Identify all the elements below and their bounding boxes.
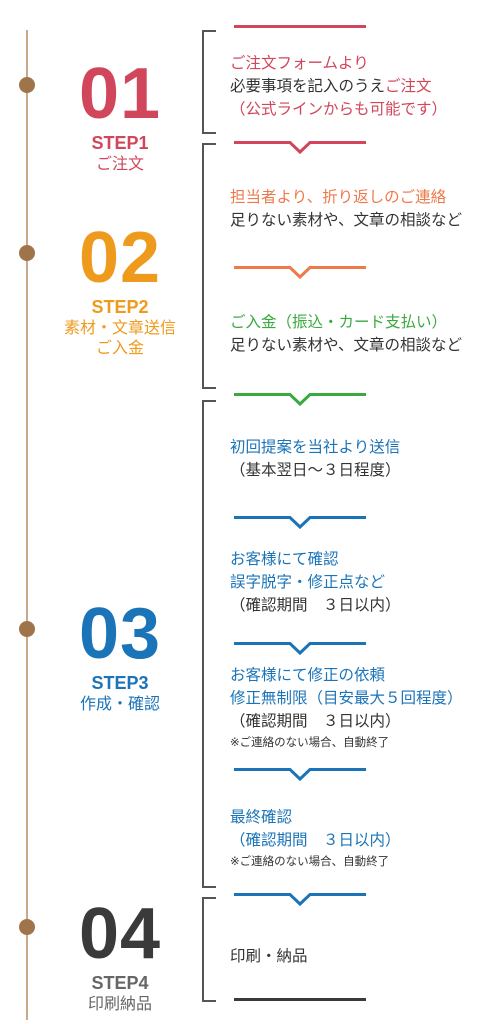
separator-chevron bbox=[234, 141, 366, 155]
step-number: 03 bbox=[78, 594, 162, 674]
step-sub: 作成・確認 bbox=[79, 694, 160, 713]
bracket-step-4 bbox=[202, 897, 216, 1002]
step-sub: ご注文 bbox=[95, 154, 144, 173]
separator-chevron bbox=[234, 393, 366, 407]
separator-chevron bbox=[234, 642, 366, 656]
separator-chevron bbox=[234, 893, 366, 907]
timeline-dot-2 bbox=[19, 245, 35, 261]
revision-request-note: ※ご連絡のない場合、自動終了 bbox=[230, 735, 390, 749]
payment-line-1: ご入金（振込・カード支払い） bbox=[230, 313, 448, 331]
step-label: STEP3 bbox=[91, 673, 149, 693]
revision-request-line-2: 修正無制限（目安最大５回程度） bbox=[230, 689, 463, 707]
timeline-dot-1 bbox=[19, 77, 35, 93]
first-proposal-block: 初回提案を当社より送信 （基本翌日～３日程度） bbox=[230, 436, 401, 482]
customer-check-line-3: （確認期間 ３日以内） bbox=[230, 596, 401, 614]
revision-request-line-3: （確認期間 ３日以内） bbox=[230, 712, 401, 730]
revision-request-line-1: お客様にて修正の依頼 bbox=[230, 666, 386, 684]
separator-chevron bbox=[234, 768, 366, 782]
customer-check-block: お客様にて確認 誤字脱字・修正点など （確認期間 ３日以内） bbox=[230, 548, 401, 617]
order-line-3: （公式ラインからも可能です） bbox=[230, 100, 448, 118]
final-check-line-1: 最終確認 bbox=[230, 808, 293, 826]
contact-line-2: 足りない素材や、文章の相談など bbox=[230, 211, 463, 229]
step-label: STEP1 bbox=[91, 133, 149, 153]
final-check-line-2: （確認期間 ３日以内） bbox=[230, 831, 401, 849]
separator-line bbox=[234, 998, 366, 1012]
customer-check-line-1: お客様にて確認 bbox=[230, 550, 339, 568]
step-sub: 素材・文章送信 bbox=[63, 318, 176, 337]
timeline-dot-3 bbox=[19, 621, 35, 637]
bracket-step-1 bbox=[202, 30, 216, 134]
payment-line-2: 足りない素材や、文章の相談など bbox=[230, 336, 463, 354]
order-line-1: ご注文フォームより bbox=[230, 54, 369, 72]
final-check-note: ※ご連絡のない場合、自動終了 bbox=[230, 854, 390, 868]
step-label: STEP4 bbox=[91, 973, 149, 993]
step-3: 03 STEP3 作成・確認 bbox=[50, 598, 190, 714]
contact-block: 担当者より、折り返しのご連絡 足りない素材や、文章の相談など bbox=[230, 186, 462, 232]
order-line-2: 必要事項を記入のうえご注文 bbox=[230, 75, 447, 98]
step-number: 02 bbox=[78, 218, 162, 298]
final-check-block: 最終確認 （確認期間 ３日以内） ※ご連絡のない場合、自動終了 bbox=[230, 806, 401, 870]
step-label: STEP2 bbox=[91, 297, 149, 317]
contact-line-1: 担当者より、折り返しのご連絡 bbox=[230, 188, 447, 206]
separator-chevron bbox=[234, 266, 366, 280]
step-number: 04 bbox=[78, 894, 162, 974]
separator-line bbox=[234, 25, 366, 39]
step-2: 02 STEP2 素材・文章送信 ご入金 bbox=[50, 222, 190, 358]
step-sub: ご入金 bbox=[95, 338, 144, 357]
order-line-2-prefix: 必要事項を記入のうえ bbox=[230, 77, 386, 95]
payment-block: ご入金（振込・カード支払い） 足りない素材や、文章の相談など bbox=[230, 311, 462, 357]
step-sub: 印刷納品 bbox=[87, 994, 152, 1013]
bracket-step-3 bbox=[202, 400, 216, 888]
timeline-line bbox=[26, 30, 28, 1020]
revision-request-block: お客様にて修正の依頼 修正無制限（目安最大５回程度） （確認期間 ３日以内） ※… bbox=[230, 664, 463, 751]
separator-chevron bbox=[234, 516, 366, 530]
bracket-step-2 bbox=[202, 143, 216, 389]
delivery-block: 印刷・納品 bbox=[230, 945, 308, 968]
delivery-line-1: 印刷・納品 bbox=[230, 947, 308, 965]
order-line-2-highlight: ご注文 bbox=[385, 77, 432, 95]
first-proposal-line-1: 初回提案を当社より送信 bbox=[230, 438, 401, 456]
customer-check-line-2: 誤字脱字・修正点など bbox=[230, 573, 386, 591]
order-block: ご注文フォームより 必要事項を記入のうえご注文 （公式ラインからも可能です） bbox=[230, 52, 447, 121]
step-number: 01 bbox=[78, 54, 162, 134]
step-1: 01 STEP1 ご注文 bbox=[50, 58, 190, 174]
first-proposal-line-2: （基本翌日～３日程度） bbox=[230, 461, 401, 479]
step-4: 04 STEP4 印刷納品 bbox=[50, 898, 190, 1014]
timeline-dot-4 bbox=[19, 919, 35, 935]
